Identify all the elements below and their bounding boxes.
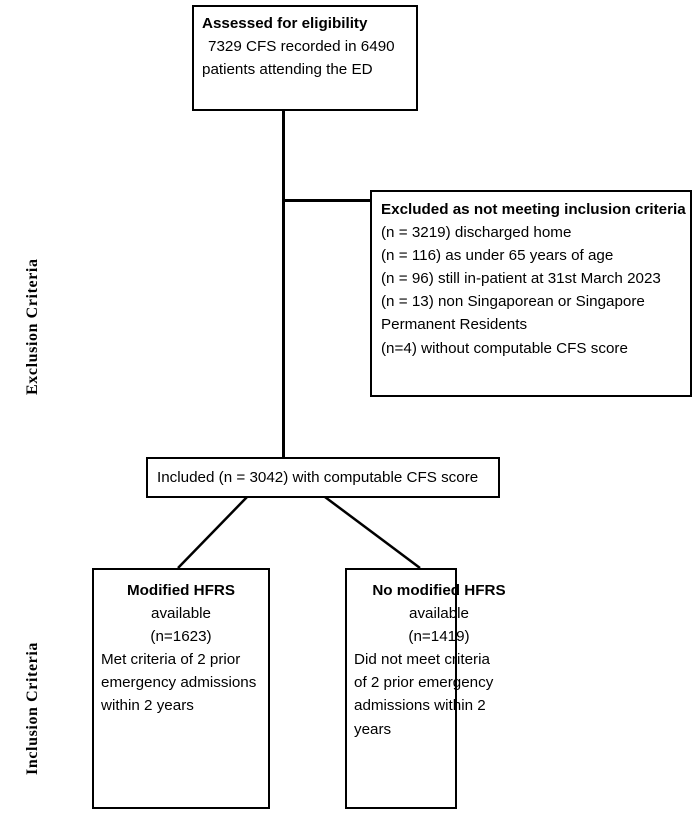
connector-to-excluded-box [282,199,372,202]
excluded-line-1: (n = 3219) discharged home [381,224,572,242]
excluded-line-5: Permanent Residents [381,316,528,334]
modified-hfrs-available-box: Modified HFRS available (n=1623) Met cri… [92,568,270,809]
excluded-box: Excluded as not meeting inclusion criter… [370,190,692,397]
side-label-inclusion-criteria: Inclusion Criteria [24,641,41,775]
hfrs-available-line-1: available [151,605,211,623]
hfrs-available-detail-1: Met criteria of 2 prior [101,651,241,669]
connector-assessed-to-included [282,110,285,457]
hfrs-available-detail-3: within 2 years [101,697,194,715]
hfrs-available-heading: Modified HFRS [127,582,235,599]
no-hfrs-detail-3: admissions within 2 [354,697,486,715]
excluded-line-4: (n = 13) non Singaporean or Singapore [381,293,645,311]
assessed-line-1: 7329 CFS recorded in 6490 [208,38,395,56]
assessed-for-eligibility-box: Assessed for eligibility 7329 CFS record… [192,5,418,111]
included-text: Included (n = 3042) with computable CFS … [157,469,479,486]
connector-included-to-no-hfrs [324,495,421,570]
connector-included-to-hfrs-available [177,496,248,569]
assessed-line-2: patients attending the ED [202,61,373,79]
side-label-exclusion-criteria: Exclusion Criteria [24,258,41,395]
no-hfrs-line-2: (n=1419) [408,628,470,646]
excluded-line-3: (n = 96) still in-patient at 31st March … [381,270,661,288]
no-hfrs-detail-2: of 2 prior emergency [354,674,494,692]
excluded-heading: Excluded as not meeting inclusion criter… [381,201,686,218]
no-hfrs-heading: No modified HFRS [372,582,506,599]
no-hfrs-line-1: available [409,605,469,623]
assessed-heading: Assessed for eligibility [202,15,368,32]
hfrs-available-line-2: (n=1623) [150,628,212,646]
no-modified-hfrs-box: No modified HFRS available (n=1419) Did … [345,568,506,809]
no-hfrs-detail-1: Did not meet criteria [354,651,490,669]
included-box: Included (n = 3042) with computable CFS … [146,457,500,498]
hfrs-available-detail-2: emergency admissions [101,674,257,692]
excluded-line-6: (n=4) without computable CFS score [381,339,628,357]
no-hfrs-detail-4: years [354,720,392,738]
excluded-line-2: (n = 116) as under 65 years of age [381,247,614,265]
